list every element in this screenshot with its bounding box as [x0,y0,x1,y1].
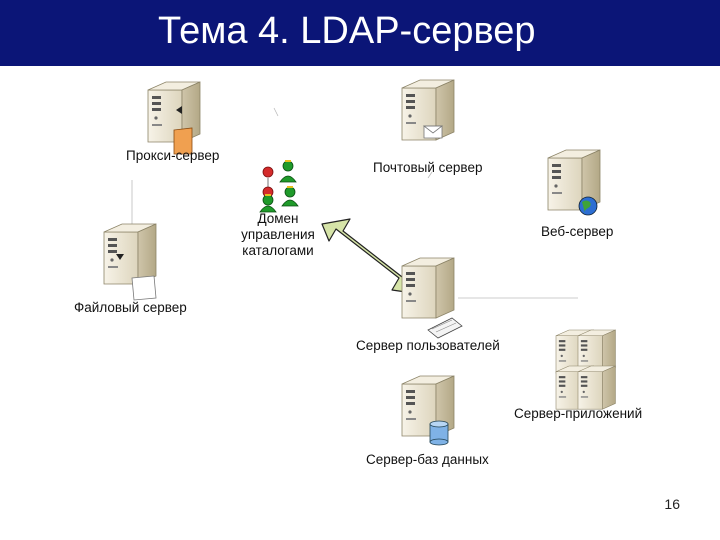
page-number: 16 [664,496,680,512]
app-server-label: Сервер-приложений [514,406,643,421]
directory-label-line-3: каталогами [242,243,314,258]
directory-label-line-1: Домен [257,211,299,226]
file-server-label: Файловый сервер [74,300,187,315]
file-arrow-icon [116,254,124,260]
database-server-label: Сервер-баз данных [366,452,489,467]
mail-server-label: Почтовый сервер [373,160,483,175]
app-servers-icon [555,329,616,410]
proxy-arrow-icon [176,106,182,114]
connector-lines [131,107,578,299]
proxy-server-label: Прокси-сервер [126,148,220,163]
mail-server-icon [401,79,455,141]
web-server-label: Веб-сервер [541,224,614,239]
database-icon [429,420,449,446]
directory-users-icon [259,160,299,213]
file-server-icon [103,223,157,301]
directory-domain-label: Домен управления каталогами [236,211,320,259]
directory-label-line-2: управления [241,227,315,242]
globe-icon [578,196,598,216]
keyboard-icon [427,317,463,339]
proxy-server-icon [147,81,201,155]
user-server-label: Сервер пользователей [356,338,500,353]
title-bar: Тема 4. LDAP-сервер [0,0,720,66]
user-server-icon [401,257,455,319]
slide-title: Тема 4. LDAP-сервер [158,10,536,52]
